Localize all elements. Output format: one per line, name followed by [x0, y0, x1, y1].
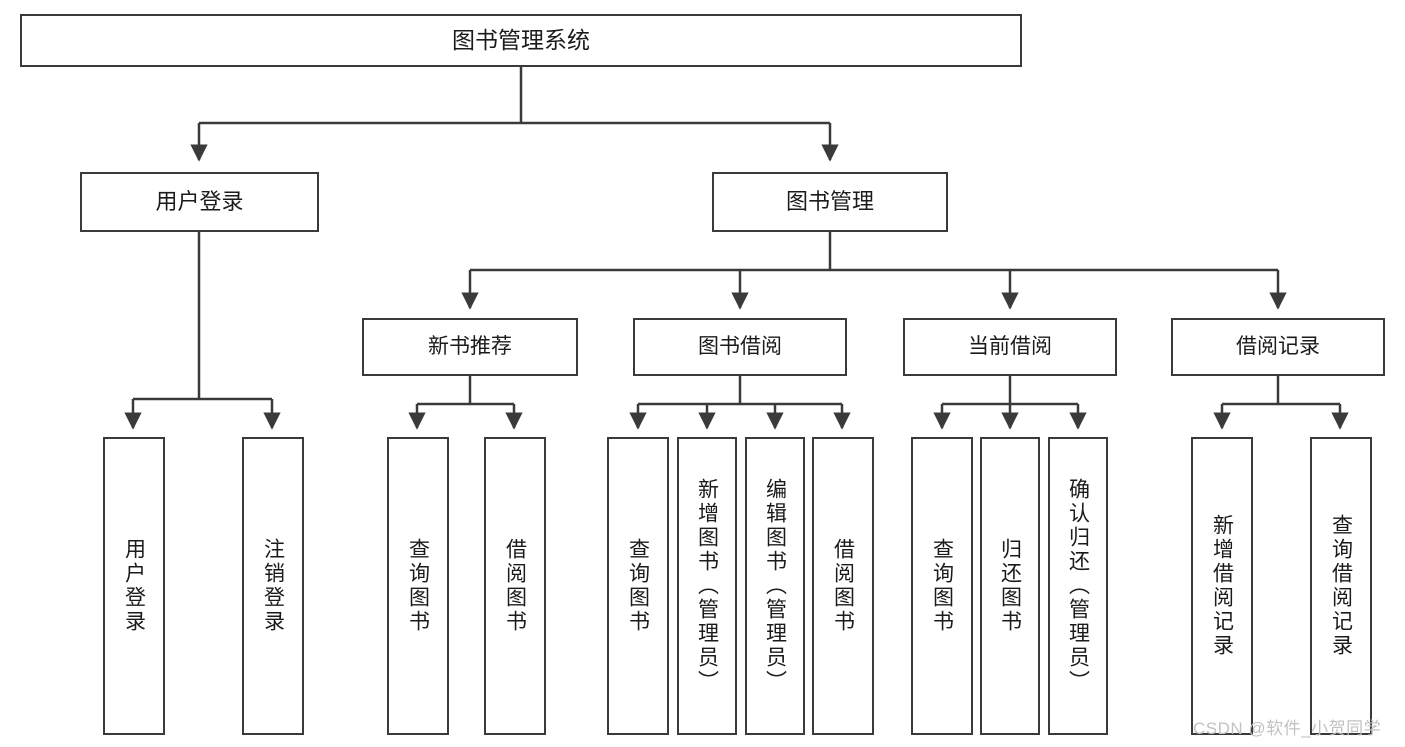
- leaf-query-book-current[interactable]: 查询图书: [911, 437, 973, 735]
- node-label: 借阅图书: [831, 538, 855, 634]
- node-label: 当前借阅: [968, 334, 1052, 358]
- node-label: 查询借阅记录: [1329, 514, 1353, 658]
- node-label: 图书借阅: [698, 334, 782, 358]
- node-book-management[interactable]: 图书管理: [712, 172, 948, 232]
- leaf-borrow-book[interactable]: 借阅图书: [812, 437, 874, 735]
- node-label: 新增图书（管理员）: [695, 478, 719, 694]
- node-label: 图书管理系统: [452, 26, 590, 53]
- leaf-return-book[interactable]: 归还图书: [980, 437, 1040, 735]
- node-label: 确认归还（管理员）: [1066, 478, 1090, 694]
- leaf-user-logout[interactable]: 注销登录: [242, 437, 304, 735]
- node-book-borrow[interactable]: 图书借阅: [633, 318, 847, 376]
- node-label: 查询图书: [930, 538, 954, 634]
- node-root-system[interactable]: 图书管理系统: [20, 14, 1022, 67]
- node-label: 新书推荐: [428, 334, 512, 358]
- node-label: 归还图书: [998, 538, 1022, 634]
- node-label: 查询图书: [626, 538, 650, 634]
- leaf-query-borrow-record[interactable]: 查询借阅记录: [1310, 437, 1372, 735]
- leaf-confirm-return-admin[interactable]: 确认归还（管理员）: [1048, 437, 1108, 735]
- node-label: 借阅记录: [1236, 334, 1320, 358]
- leaf-add-book-admin[interactable]: 新增图书（管理员）: [677, 437, 737, 735]
- node-label: 编辑图书（管理员）: [763, 478, 787, 694]
- node-label: 注销登录: [261, 538, 285, 634]
- leaf-query-book-borrow[interactable]: 查询图书: [607, 437, 669, 735]
- node-label: 用户登录: [122, 538, 146, 634]
- leaf-query-book-recommend[interactable]: 查询图书: [387, 437, 449, 735]
- csdn-watermark: CSDN @软件_小贺同学: [1193, 719, 1382, 738]
- node-label: 借阅图书: [503, 538, 527, 634]
- node-label: 新增借阅记录: [1210, 514, 1234, 658]
- node-label: 查询图书: [406, 538, 430, 634]
- node-label: 用户登录: [155, 189, 244, 215]
- leaf-edit-book-admin[interactable]: 编辑图书（管理员）: [745, 437, 805, 735]
- node-new-book-recommend[interactable]: 新书推荐: [362, 318, 578, 376]
- leaf-borrow-book-recommend[interactable]: 借阅图书: [484, 437, 546, 735]
- node-borrow-record[interactable]: 借阅记录: [1171, 318, 1385, 376]
- leaf-user-login[interactable]: 用户登录: [103, 437, 165, 735]
- leaf-add-borrow-record[interactable]: 新增借阅记录: [1191, 437, 1253, 735]
- node-label: 图书管理: [785, 189, 874, 215]
- node-current-borrow[interactable]: 当前借阅: [903, 318, 1117, 376]
- node-user-login[interactable]: 用户登录: [80, 172, 319, 232]
